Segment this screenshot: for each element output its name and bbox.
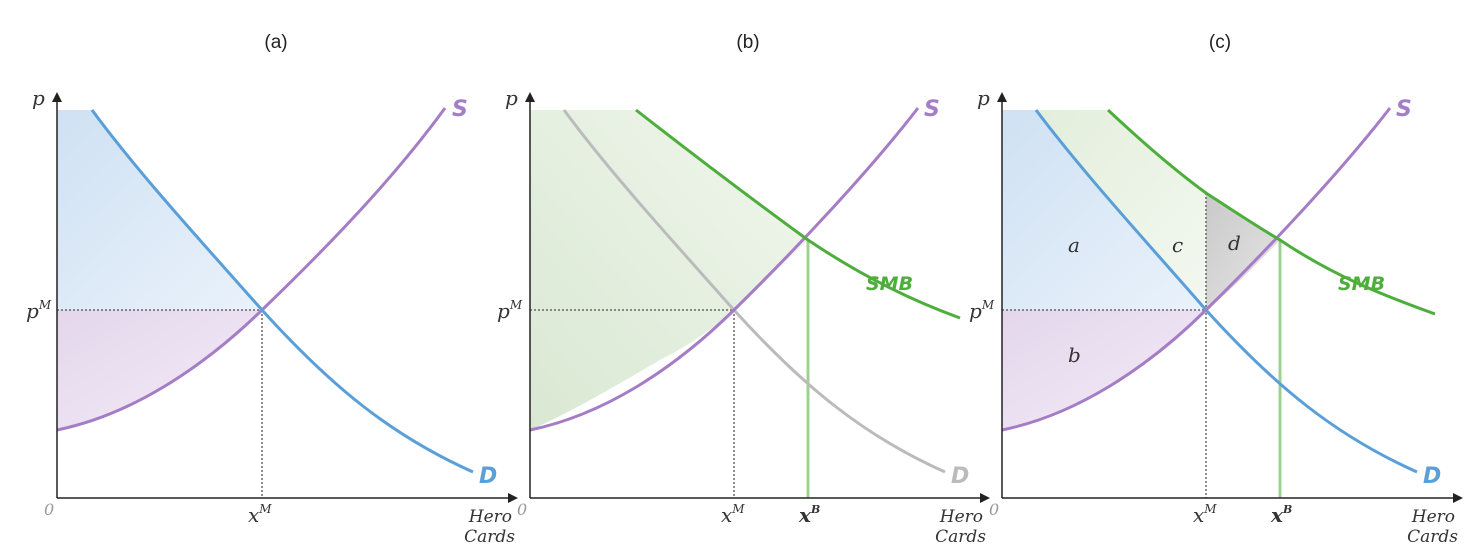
origin-label: 0 <box>44 500 54 519</box>
panel-title: (c) <box>1209 32 1231 53</box>
area-a-label: a <box>1068 233 1080 257</box>
producer-surplus-area <box>57 310 262 430</box>
panel-title: (a) <box>264 32 287 53</box>
quantity-label: xM <box>248 502 272 527</box>
supply-label: S <box>1396 97 1412 122</box>
x-axis-label-line2: Cards <box>935 527 986 547</box>
x-axis-label-line1: Hero <box>468 507 512 527</box>
demand-label: D <box>951 464 969 489</box>
smb-label: SMB <box>866 273 913 295</box>
supply-curve <box>1001 107 1392 432</box>
supply-label: S <box>924 97 940 122</box>
x-axis-label-line1: Hero <box>939 507 983 527</box>
area-c-label: c <box>1172 233 1183 257</box>
supply-curve <box>529 107 920 432</box>
demand-label: D <box>479 464 497 489</box>
panel-a: (a) p 0 Hero Cards pM xM S D <box>26 32 518 547</box>
demand-label: D <box>1423 464 1441 489</box>
y-axis-label: p <box>977 86 990 110</box>
supply-label: S <box>452 97 468 122</box>
area-d-region <box>1206 193 1280 310</box>
efficient-quantity-label: xB <box>1270 503 1292 527</box>
consumer-surplus-area <box>57 110 262 310</box>
demand-curve <box>90 109 474 474</box>
area-d-label: d <box>1228 231 1241 255</box>
price-label: pM <box>969 298 995 323</box>
price-label: pM <box>497 298 523 323</box>
x-axis-label-line2: Cards <box>464 527 515 547</box>
area-b-label: b <box>1068 343 1081 367</box>
smb-label: SMB <box>1338 273 1385 295</box>
quantity-label: xM <box>1193 502 1217 527</box>
y-axis-label: p <box>32 86 45 110</box>
origin-label: 0 <box>517 500 527 519</box>
x-axis-label-line1: Hero <box>1411 507 1455 527</box>
smb-curve <box>635 108 961 320</box>
panel-title: (b) <box>736 32 759 53</box>
social-surplus-area <box>530 110 808 430</box>
panel-b: (b) p 0 Hero Cards pM xM xB S D SMB <box>497 32 990 547</box>
quantity-label: xM <box>721 502 745 527</box>
area-b-region <box>1002 310 1206 430</box>
efficient-quantity-label: xB <box>798 503 820 527</box>
panel-c: (c) p 0 Hero Cards pM xM xB a b c d S D … <box>969 32 1463 547</box>
price-label: pM <box>26 298 52 323</box>
y-axis-label: p <box>505 86 518 110</box>
area-a-region <box>1002 110 1206 310</box>
smb-curve <box>1106 108 1436 316</box>
x-axis-label-line2: Cards <box>1407 527 1458 547</box>
origin-label: 0 <box>989 500 999 519</box>
